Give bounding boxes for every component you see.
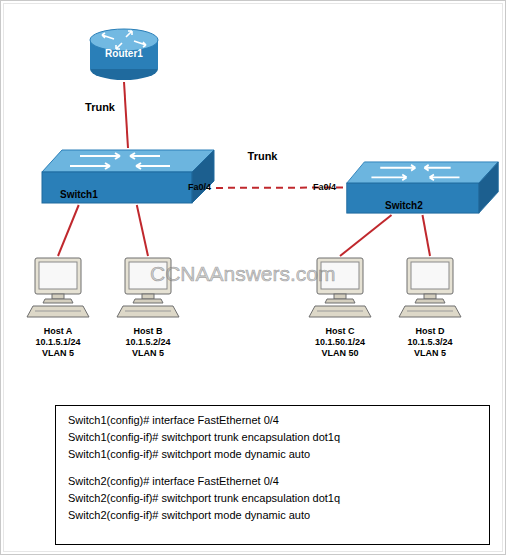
switch-node: Switch2	[345, 160, 500, 215]
ethernet-link	[137, 205, 148, 256]
vlan-label: VLAN 5	[390, 348, 470, 359]
ip-address: 10.1.5.2/24	[108, 337, 188, 348]
switch-part	[192, 150, 214, 203]
watermark: CCNAAnswers.com	[150, 262, 336, 286]
switch-part	[371, 174, 406, 180]
ip-address: 10.1.5.1/24	[18, 337, 98, 348]
host-part	[35, 258, 81, 294]
host-name: Host B	[108, 326, 188, 337]
host-symbol	[395, 256, 465, 320]
switch-name: Switch2	[385, 200, 423, 211]
router-part	[134, 41, 146, 47]
vlan-label: VLAN 50	[300, 348, 380, 359]
link-line	[423, 215, 431, 256]
switch-part	[42, 172, 192, 203]
ethernet-link	[423, 215, 431, 256]
link-line	[340, 215, 392, 256]
router-part	[126, 31, 132, 37]
host-part	[133, 299, 163, 303]
ip-address: 10.1.50.1/24	[300, 337, 380, 348]
config-line: Switch1(config-if)# switchport trunk enc…	[68, 429, 477, 446]
router-part	[90, 29, 158, 51]
host-part	[415, 299, 445, 303]
link-line	[124, 82, 128, 148]
host-name: Host D	[390, 326, 470, 337]
host-part	[325, 299, 355, 303]
switch-part	[70, 163, 110, 169]
ethernet-link	[58, 205, 79, 256]
port-label: Fa0/4	[188, 182, 211, 192]
host-node: Host D10.1.5.3/24VLAN 5	[390, 256, 470, 359]
port-label: Fa0/4	[313, 182, 336, 192]
host-part	[424, 294, 436, 299]
host-part	[142, 294, 154, 299]
router-name: Router1	[88, 48, 160, 59]
host-part	[411, 262, 449, 289]
link-line	[137, 205, 148, 256]
switch-part	[136, 163, 170, 169]
switch-part	[430, 174, 460, 180]
host-part	[407, 311, 453, 312]
switch-node: Switch1	[40, 148, 216, 205]
ethernet-link	[124, 82, 128, 148]
switch-part	[347, 162, 498, 183]
host-part	[35, 311, 81, 312]
ethernet-link	[340, 215, 392, 256]
switch-part	[479, 162, 498, 213]
config-line: Switch1(config-if)# switchport mode dyna…	[68, 446, 477, 463]
host-part	[407, 258, 453, 294]
switch-name: Switch1	[60, 189, 98, 200]
switch-part	[80, 153, 120, 159]
config-line: Switch2(config-if)# switchport mode dyna…	[68, 507, 477, 524]
host-name: Host A	[18, 326, 98, 337]
host-part	[334, 294, 346, 299]
host-part	[399, 306, 461, 317]
host-part	[52, 294, 64, 299]
config-box: Switch1(config)# interface FastEthernet …	[55, 405, 490, 545]
switch-part	[42, 150, 214, 172]
host-part	[117, 306, 179, 317]
host-part	[309, 306, 371, 317]
switch-part	[130, 153, 160, 159]
switch-part	[347, 183, 479, 213]
config-line: Switch2(config)# interface FastEthernet …	[68, 473, 477, 490]
host-part	[27, 306, 89, 317]
vlan-label: VLAN 5	[108, 348, 188, 359]
host-part	[317, 311, 363, 312]
switch-part	[424, 165, 450, 171]
host-node: Host A10.1.5.1/24VLAN 5	[18, 256, 98, 359]
config-line: Switch1(config)# interface FastEthernet …	[68, 412, 477, 429]
host-part	[125, 311, 171, 312]
host-symbol	[23, 256, 93, 320]
link-label: Trunk	[85, 101, 115, 113]
link-line	[58, 205, 79, 256]
inner-border	[4, 4, 503, 552]
router-node: Router1	[88, 26, 160, 82]
config-line: Switch2(config-if)# switchport trunk enc…	[68, 490, 477, 507]
switch-part	[380, 165, 415, 171]
host-part	[43, 299, 73, 303]
ip-address: 10.1.5.3/24	[390, 337, 470, 348]
link-label: Trunk	[248, 150, 278, 162]
router-part	[102, 33, 114, 39]
host-name: Host C	[300, 326, 380, 337]
host-part	[39, 262, 77, 289]
vlan-label: VLAN 5	[18, 348, 98, 359]
